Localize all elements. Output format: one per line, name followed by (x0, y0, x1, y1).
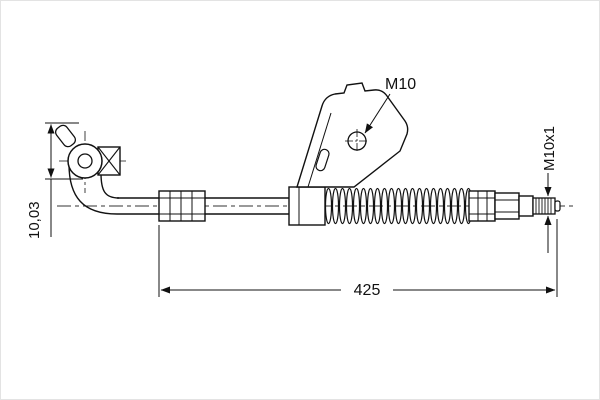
end-fitting-right (468, 190, 561, 222)
crimp-collar-right (468, 190, 496, 222)
thread-tip (554, 200, 561, 212)
spring-guard (325, 187, 471, 225)
hose-diameter-dimension: 10,03 (26, 122, 83, 239)
leader-line (364, 93, 391, 134)
end-thread-callout: M10x1 (541, 126, 558, 253)
bracket-sleeve (288, 186, 326, 226)
bracket-fold-line (307, 112, 332, 188)
threaded-end (532, 197, 556, 215)
end-thread-label: M10x1 (541, 126, 558, 171)
hex-nut (494, 192, 520, 220)
bracket-thread-label: M10 (385, 76, 416, 93)
fitting-shank (518, 195, 534, 217)
hose-diameter-label: 10,03 (26, 201, 43, 239)
hose-length-label: 425 (354, 282, 381, 299)
bleed-nipple (54, 124, 77, 148)
bracket-thread-callout: M10 (364, 76, 416, 134)
crimp-collar-left (158, 190, 206, 222)
banjo-eye-bore (77, 153, 93, 169)
hose-length-dimension: 425 (158, 219, 558, 299)
banjo-fitting (54, 124, 127, 193)
bracket-slot (315, 148, 330, 172)
mounting-bracket (296, 82, 409, 188)
